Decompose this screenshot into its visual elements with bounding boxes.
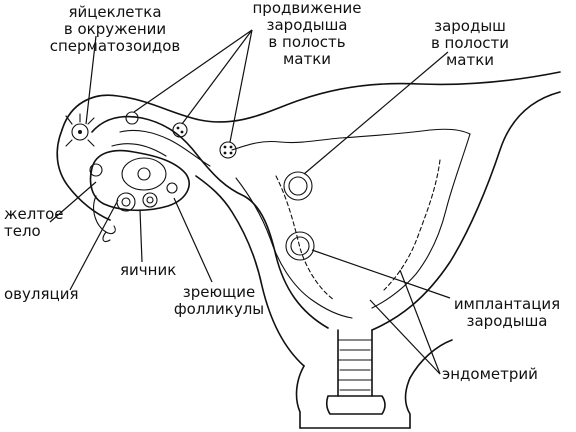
leader-lines — [49, 29, 451, 375]
label-line: в окружении — [63, 20, 167, 38]
endometrium-lining — [231, 128, 471, 319]
label-egg-with-sperm: яйцеклетка в окружении сперматозоидов — [40, 4, 190, 55]
label-line: имплантация — [453, 295, 561, 313]
label-line: матки — [282, 50, 332, 68]
label-line: в полость — [268, 33, 346, 51]
label-line: тело — [4, 222, 41, 240]
egg-with-sperm — [65, 113, 95, 147]
ovary — [89, 149, 190, 243]
label-embryo-movement: продвижение зародыша в полость матки — [248, 0, 366, 68]
label-corpus-luteum: желтое тело — [4, 206, 74, 240]
label-line: яичник — [120, 261, 177, 279]
label-line: яйцеклетка — [68, 3, 162, 21]
label-line: зреющие — [182, 283, 256, 301]
label-ovulation: овуляция — [4, 286, 94, 303]
label-ovary: яичник — [120, 262, 200, 279]
label-implantation: имплантация зародыша — [448, 296, 566, 330]
embryo-stages — [89, 111, 315, 261]
label-maturing-follicles: зреющие фолликулы — [164, 284, 274, 318]
label-line: зародыша — [266, 16, 348, 34]
label-endometrium: эндометрий — [442, 366, 552, 383]
label-line: фолликулы — [173, 300, 265, 318]
label-line: зародыша — [466, 312, 548, 330]
label-line: зародыш — [434, 17, 506, 35]
label-line: продвижение — [252, 0, 362, 17]
label-line: желтое — [4, 205, 64, 223]
uterus-outline — [56, 71, 561, 429]
label-line: в полости — [430, 34, 510, 52]
label-line: эндометрий — [442, 365, 538, 383]
label-line: овуляция — [4, 285, 79, 303]
label-line: матки — [445, 51, 495, 69]
label-embryo-in-cavity: зародыш в полости матки — [420, 18, 520, 69]
label-line: сперматозоидов — [49, 37, 181, 55]
